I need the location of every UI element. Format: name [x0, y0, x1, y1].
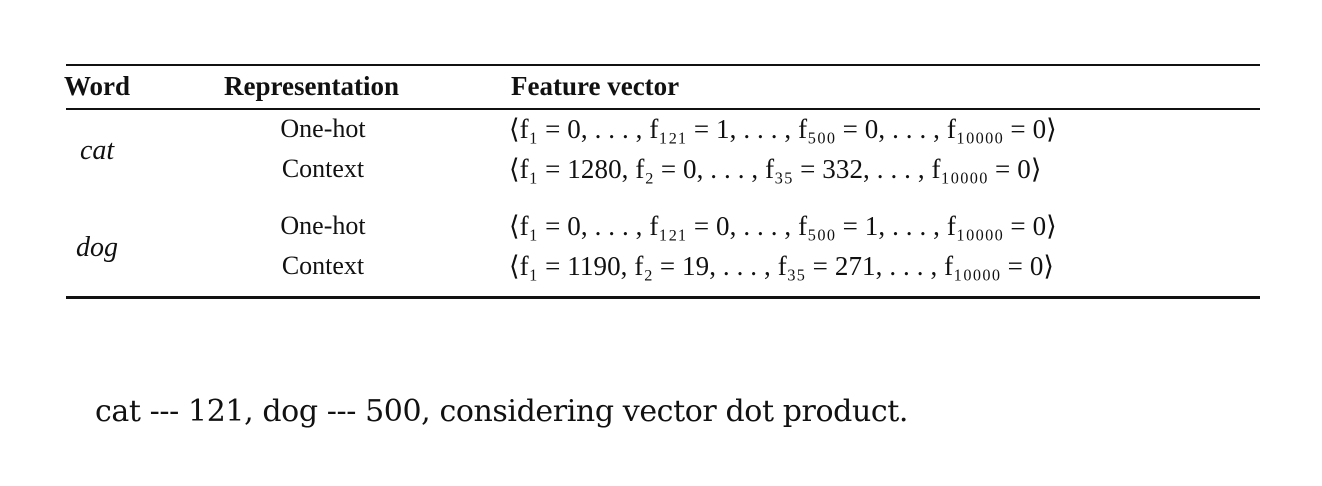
word-cell-cat: cat: [80, 135, 115, 166]
table-bottom-rule: [66, 296, 1260, 299]
feature-vector-cell: ⟨f₁ = 0, . . . , f₁₂₁ = 1, . . . , f₅₀₀ …: [509, 114, 1057, 144]
table-top-rule: [66, 64, 1260, 66]
feature-vector-cell: ⟨f₁ = 1280, f₂ = 0, . . . , f₃₅ = 332, .…: [509, 154, 1042, 184]
column-header-representation: Representation: [224, 71, 399, 101]
column-header-feature-vector: Feature vector: [511, 71, 680, 101]
word-cell-dog: dog: [76, 232, 118, 263]
column-header-word: Word: [64, 71, 131, 101]
representation-cell: Context: [281, 154, 365, 183]
representation-cell: One-hot: [280, 114, 366, 143]
feature-vector-cell: ⟨f₁ = 0, . . . , f₁₂₁ = 0, . . . , f₅₀₀ …: [509, 211, 1057, 241]
table-header-rule: [66, 108, 1260, 110]
representation-cell: One-hot: [280, 211, 366, 240]
note-caption: cat --- 121, dog --- 500, considering ve…: [95, 394, 909, 429]
feature-vector-cell: ⟨f₁ = 1190, f₂ = 19, . . . , f₃₅ = 271, …: [509, 251, 1055, 281]
representation-cell: Context: [281, 251, 365, 280]
